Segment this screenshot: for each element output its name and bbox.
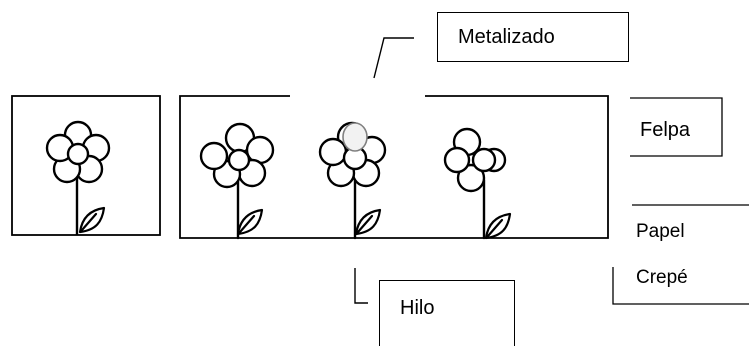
leaf-icon bbox=[354, 208, 382, 236]
metalizado-label-box bbox=[437, 12, 629, 62]
flower-icon bbox=[45, 120, 111, 235]
crepe-bracket bbox=[612, 267, 749, 305]
leaf-icon bbox=[484, 212, 512, 240]
leaf-icon bbox=[236, 208, 264, 236]
metalizado-label: Metalizado bbox=[458, 26, 555, 48]
felpa-label: Felpa bbox=[640, 119, 691, 141]
flower-icon bbox=[443, 127, 512, 240]
hilo-connector bbox=[354, 268, 368, 304]
flower-icon bbox=[199, 122, 275, 240]
metalizado-connector bbox=[373, 37, 414, 79]
hilo-label: Hilo bbox=[400, 297, 435, 319]
leaf-icon bbox=[78, 206, 106, 234]
papel-label: Papel bbox=[636, 221, 685, 242]
hilo-label-box bbox=[379, 280, 515, 346]
right-panel-frame bbox=[179, 95, 609, 239]
left-panel-frame bbox=[11, 95, 161, 236]
circle-marker-icon bbox=[342, 122, 368, 152]
crepe-label: Crepé bbox=[636, 267, 688, 288]
felpa-bracket bbox=[630, 97, 723, 157]
